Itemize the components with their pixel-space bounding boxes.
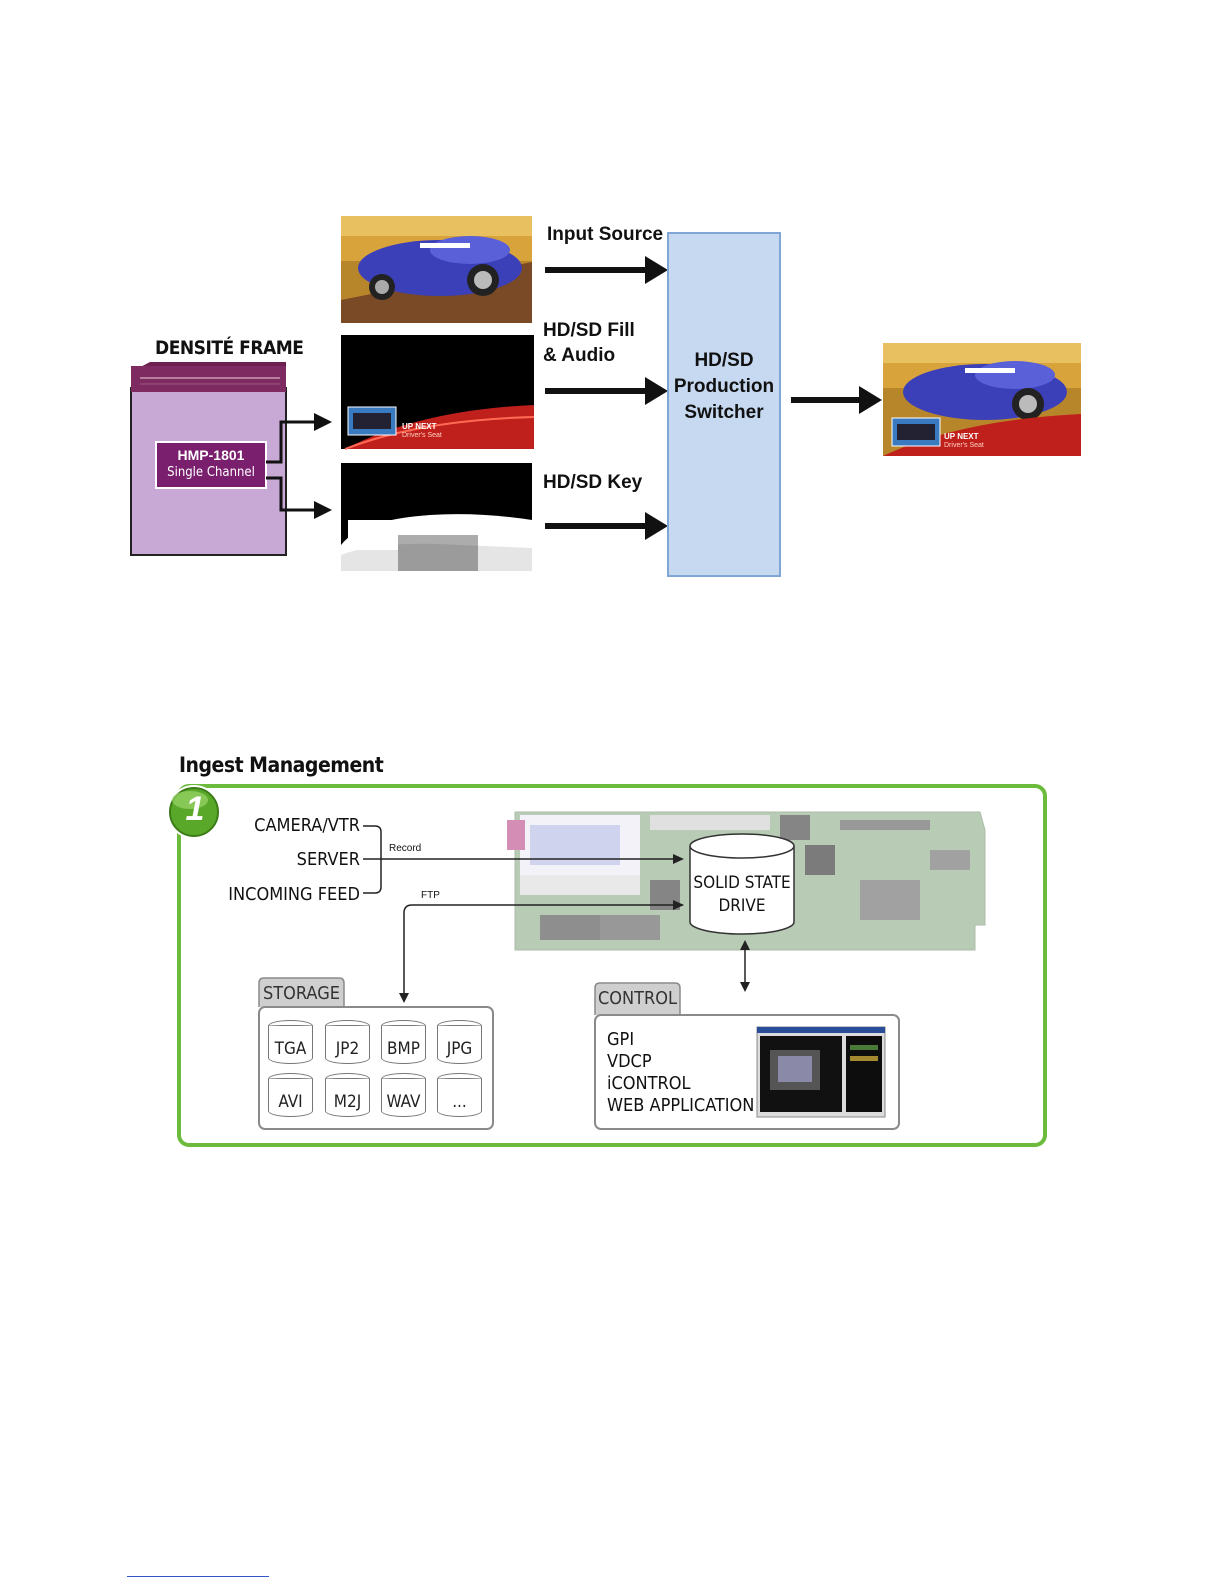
control-item-web-application: WEB APPLICATION <box>607 1095 755 1116</box>
storage-box <box>258 1006 494 1130</box>
format-m2j-label: M2J <box>333 1092 362 1112</box>
format-jpg-label: JPG <box>446 1039 473 1059</box>
output-thumb-text-2: Driver's Seat <box>944 442 984 449</box>
format-avi: AVI <box>268 1073 313 1117</box>
key-label: HD/SD Key <box>543 472 643 493</box>
format-wav-label: WAV <box>386 1092 421 1112</box>
solid-state-drive-icon <box>689 833 795 935</box>
frame-title: DENSITÉ FRAME <box>155 337 304 359</box>
step-number: 1 <box>185 790 205 828</box>
switcher-line3: Switcher <box>684 402 764 423</box>
top-diagram-graphics <box>130 216 1081 577</box>
format-more-label: ... <box>452 1092 467 1112</box>
source-camera-vtr: CAMERA/VTR <box>254 815 360 836</box>
switcher-label: HD/SD Production Switcher <box>668 348 780 426</box>
control-item-gpi: GPI <box>607 1029 635 1050</box>
format-jp2-label: JP2 <box>335 1039 360 1059</box>
key-thumbnail <box>341 463 532 571</box>
fill-thumb-text-2: Driver's Seat <box>402 432 442 439</box>
fill-thumbnail <box>341 335 535 450</box>
ingest-frame <box>177 784 1047 1147</box>
format-bmp-label: BMP <box>387 1039 420 1059</box>
source-server: SERVER <box>296 849 360 870</box>
production-switcher-box <box>667 232 781 577</box>
format-bmp: BMP <box>381 1020 426 1064</box>
module-label-line2: Single Channel <box>167 465 255 480</box>
control-item-vdcp: VDCP <box>607 1051 652 1072</box>
fill-label-line2: & Audio <box>543 345 616 366</box>
storage-tab <box>258 977 345 1007</box>
format-avi-label: AVI <box>278 1092 303 1112</box>
ftp-label: FTP <box>421 890 440 901</box>
format-jp2: JP2 <box>325 1020 370 1064</box>
format-tga: TGA <box>268 1020 313 1064</box>
fill-thumb-text-1: UP NEXT <box>402 422 437 431</box>
source-incoming-feed: INCOMING FEED <box>228 884 360 905</box>
module-box <box>155 441 267 489</box>
input-source-thumbnail <box>341 216 532 323</box>
format-more: ... <box>437 1073 482 1117</box>
format-tga-label: TGA <box>274 1039 307 1059</box>
control-app-screenshot <box>756 1026 886 1118</box>
output-thumb-text-1: UP NEXT <box>944 432 979 441</box>
format-wav: WAV <box>381 1073 426 1117</box>
module-label-line1: HMP-1801 <box>177 447 245 463</box>
storage-title: STORAGE <box>263 983 340 1004</box>
ingest-title: Ingest Management <box>179 753 384 777</box>
output-thumbnail <box>883 343 1081 456</box>
control-tab <box>594 982 681 1015</box>
record-label: Record <box>389 843 422 854</box>
drive-label-line2: DRIVE <box>718 896 766 916</box>
switcher-line2: Production <box>673 376 775 397</box>
control-title: CONTROL <box>597 988 678 1009</box>
input-source-label: Input Source <box>547 224 664 245</box>
switcher-line1: HD/SD <box>694 350 754 371</box>
format-jpg: JPG <box>437 1020 482 1064</box>
drive-label-line1: SOLID STATE <box>693 873 791 893</box>
control-item-icontrol: iCONTROL <box>607 1073 691 1094</box>
format-m2j: M2J <box>325 1073 370 1117</box>
fill-label-line1: HD/SD Fill <box>543 320 635 341</box>
footnote-separator <box>127 1576 269 1577</box>
